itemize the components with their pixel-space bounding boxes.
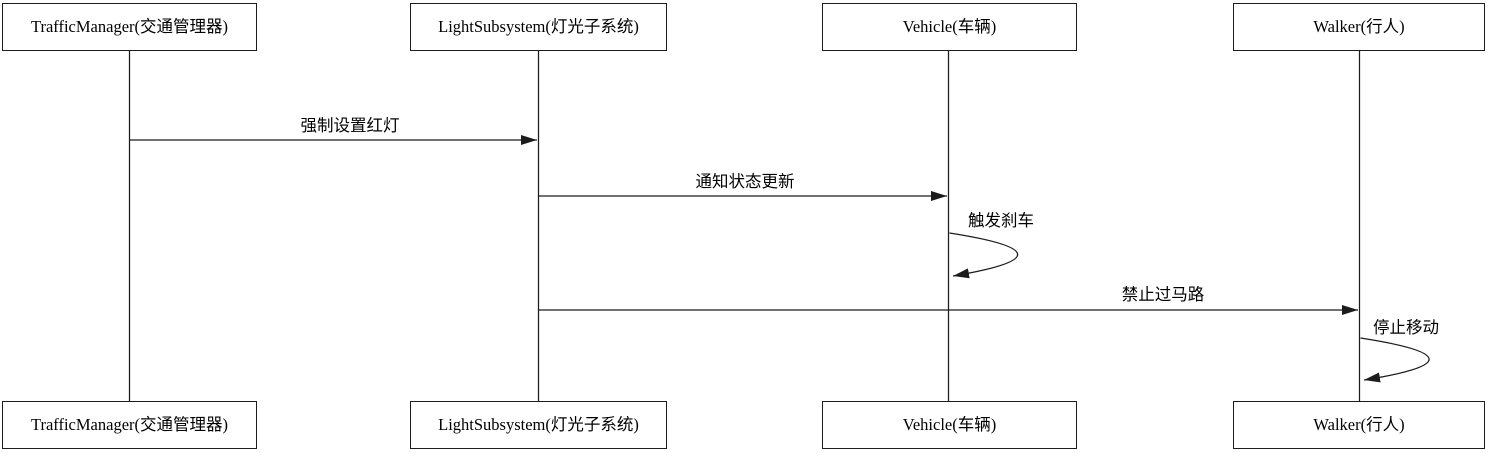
participant-label: Walker(行人) (1313, 414, 1405, 434)
self-loop-arrow-stop-moving (1360, 337, 1430, 383)
participant-label: LightSubsystem(灯光子系统) (438, 16, 639, 36)
participant-label: Walker(行人) (1313, 16, 1405, 36)
participant-label: LightSubsystem(灯光子系统) (438, 414, 639, 434)
participant-label: Vehicle(车辆) (902, 414, 997, 434)
participant-label: Vehicle(车辆) (902, 16, 997, 36)
participant-box-traffic-manager-bottom: TrafficManager(交通管理器) (2, 401, 257, 449)
participant-box-vehicle-top: Vehicle(车辆) (822, 3, 1077, 51)
participant-box-light-subsystem-top: LightSubsystem(灯光子系统) (410, 3, 667, 51)
participant-box-traffic-manager-top: TrafficManager(交通管理器) (2, 3, 257, 51)
participant-box-light-subsystem-bottom: LightSubsystem(灯光子系统) (410, 401, 667, 449)
participant-label: TrafficManager(交通管理器) (30, 414, 229, 434)
self-loop-arrow-trigger-brake (949, 232, 1019, 279)
participant-box-vehicle-bottom: Vehicle(车辆) (822, 401, 1077, 449)
message-label-force-red-light: 强制设置红灯 (300, 116, 400, 135)
message-label-stop-moving: 停止移动 (1373, 318, 1439, 337)
message-label-notify-status-update: 通知状态更新 (695, 172, 795, 191)
message-label-forbid-crossing: 禁止过马路 (1121, 285, 1205, 304)
participant-label: TrafficManager(交通管理器) (30, 16, 229, 36)
participant-box-walker-top: Walker(行人) (1233, 3, 1485, 51)
message-label-trigger-brake: 触发刹车 (968, 211, 1034, 230)
participant-box-walker-bottom: Walker(行人) (1233, 401, 1485, 449)
